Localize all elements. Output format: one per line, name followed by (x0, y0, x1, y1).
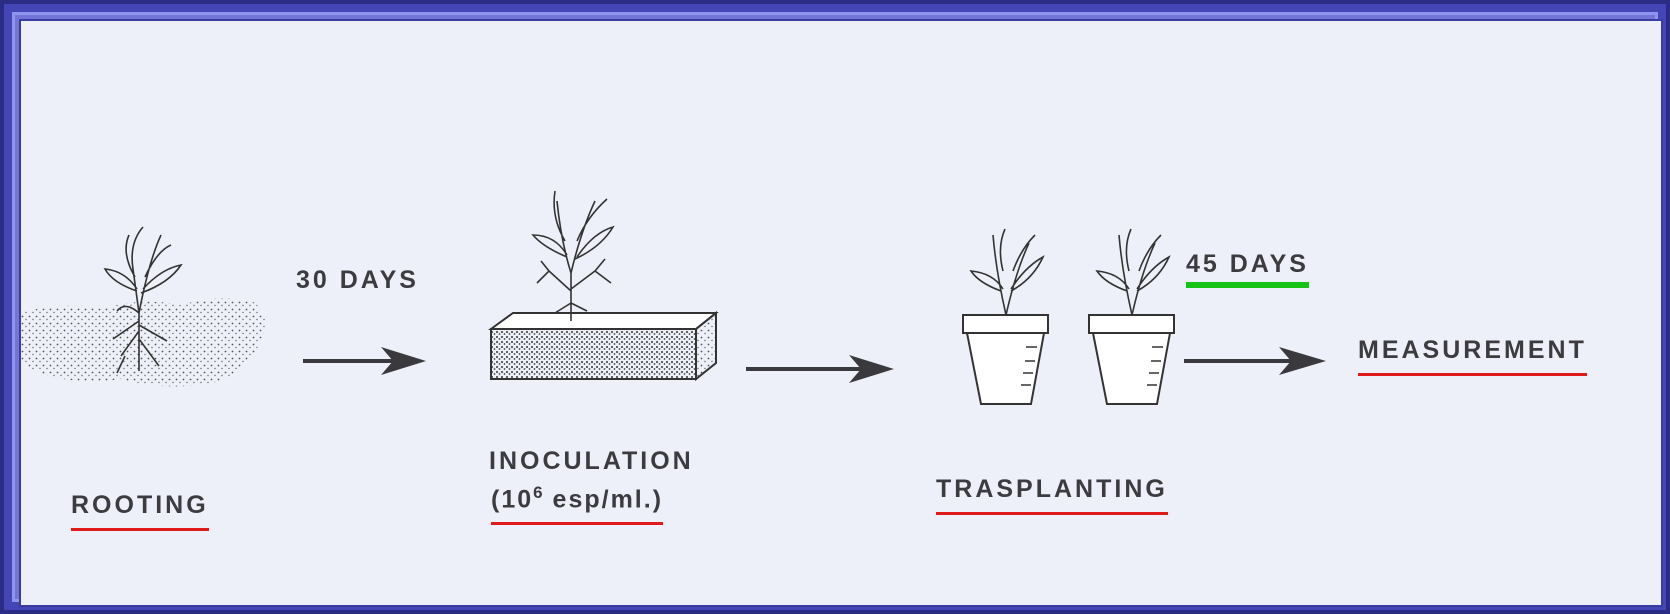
step-label-measurement: MEASUREMENT (1358, 336, 1587, 376)
arrow-1-icon (303, 347, 426, 375)
dose-prefix: (10 (491, 485, 533, 513)
diagram-panel: ROOTING 30 DAYS INOCULATION (106 esp/ml.… (19, 19, 1663, 607)
dose-suffix: esp/ml.) (544, 485, 663, 513)
dose-exponent: 6 (533, 483, 543, 502)
inoculation-dose-label: (106 esp/ml.) (491, 483, 663, 525)
step-label-rooting: ROOTING (71, 491, 209, 531)
rooting-plant-illustration (21, 227, 266, 387)
arrow-2-icon (746, 355, 894, 383)
process-diagram (21, 21, 1661, 605)
step-label-inoculation: INOCULATION (489, 447, 694, 476)
duration-label-45-days: 45 DAYS (1186, 250, 1309, 288)
trasplanting-pots-illustration (963, 229, 1174, 404)
step-label-trasplanting: TRASPLANTING (936, 475, 1168, 515)
arrow-3-icon (1184, 347, 1326, 375)
inoculation-tray-illustration (491, 191, 716, 379)
duration-label-30-days: 30 DAYS (296, 266, 419, 295)
